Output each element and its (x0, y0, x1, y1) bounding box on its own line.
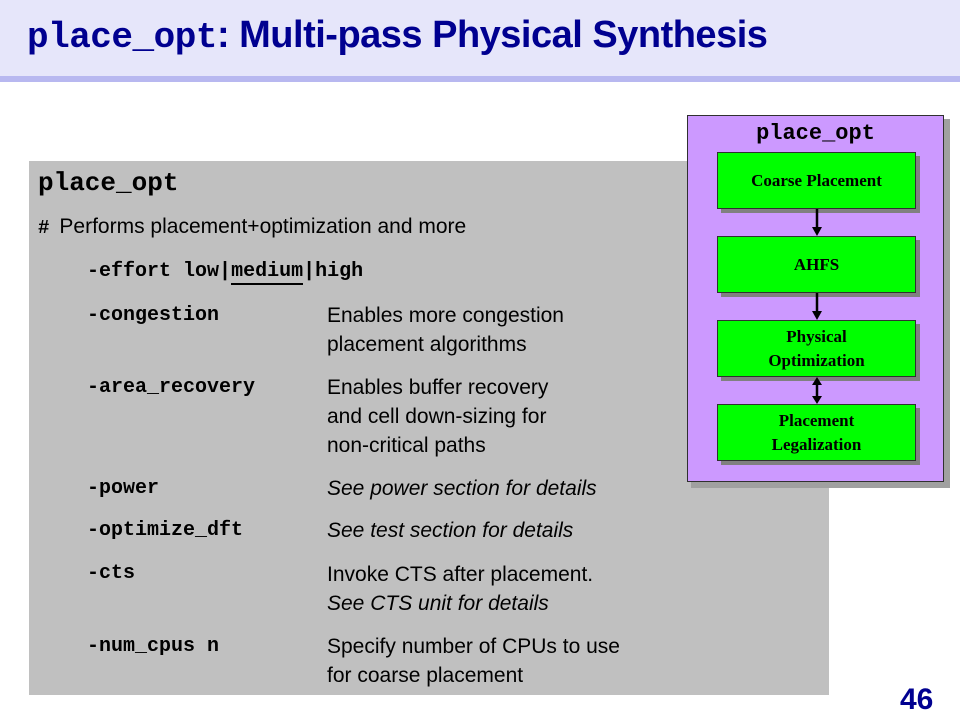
title-band (0, 0, 960, 76)
description-line: Enables buffer recovery (327, 376, 549, 399)
arrow-down-icon (812, 293, 822, 320)
command-comment: # Performs placement+optimization and mor… (38, 215, 466, 239)
title-rule (0, 76, 960, 82)
slide-title: place_opt: Multi-pass Physical Synthesis (27, 14, 768, 58)
effort-flag: -effort (87, 260, 172, 283)
option-description: Enables more congestion placement algori… (327, 301, 564, 359)
effort-medium-default: medium (231, 260, 304, 285)
flow-title: place_opt (756, 121, 875, 146)
option-description: Specify number of CPUs to use for coarse… (327, 632, 620, 690)
flow-node-physical-optimization: Physical Optimization (717, 320, 916, 377)
option-flag: -cts (87, 562, 136, 585)
node-label: Legalization (771, 434, 862, 454)
title-text: : Multi-pass Physical Synthesis (216, 14, 768, 56)
comment-text: Performs placement+optimization and more (59, 215, 467, 238)
flow-node-placement-legalization: Placement Legalization (717, 404, 916, 461)
flow-node-coarse-placement: Coarse Placement (717, 152, 916, 209)
arrow-down-icon (812, 209, 822, 236)
command-name: place_opt (38, 168, 179, 198)
option-flag: -optimize_dft (87, 519, 244, 542)
effort-sep: | (219, 260, 232, 283)
option-flag: -num_cpus n (87, 635, 220, 658)
effort-high: high (315, 260, 364, 283)
comment-marker: # (38, 217, 50, 239)
effort-sep: | (303, 260, 316, 283)
description-line: See test section for details (327, 519, 574, 542)
node-label: Placement (778, 410, 855, 430)
arrow-bidirectional-icon (812, 377, 822, 404)
node-label: Coarse Placement (751, 170, 882, 190)
option-effort: -effort low|medium|high (87, 260, 364, 285)
description-line: for coarse placement (327, 664, 524, 687)
description-line: Specify number of CPUs to use (327, 635, 620, 658)
node-label: Optimization (768, 350, 865, 370)
flow-node-ahfs: AHFS (717, 236, 916, 293)
node-label: AHFS (793, 254, 840, 274)
title-command: place_opt (27, 17, 217, 58)
description-line: and cell down-sizing for (327, 405, 547, 428)
page-number: 46 (900, 683, 934, 716)
option-description: See test section for details (327, 516, 573, 545)
option-description: Invoke CTS after placement. See CTS unit… (327, 560, 593, 618)
option-flag: -power (87, 477, 160, 500)
description-line: See power section for details (327, 477, 597, 500)
description-line: Invoke CTS after placement. (327, 563, 594, 586)
effort-low: low (183, 260, 220, 283)
node-label: Physical (786, 326, 847, 346)
description-line: non-critical paths (327, 434, 486, 457)
option-description: See power section for details (327, 474, 597, 503)
option-flag: -area_recovery (87, 376, 256, 399)
description-line: See CTS unit for details (327, 592, 549, 615)
option-flag: -congestion (87, 304, 220, 327)
option-description: Enables buffer recovery and cell down-si… (327, 373, 548, 460)
description-line: Enables more congestion (327, 304, 564, 327)
description-line: placement algorithms (327, 333, 527, 356)
